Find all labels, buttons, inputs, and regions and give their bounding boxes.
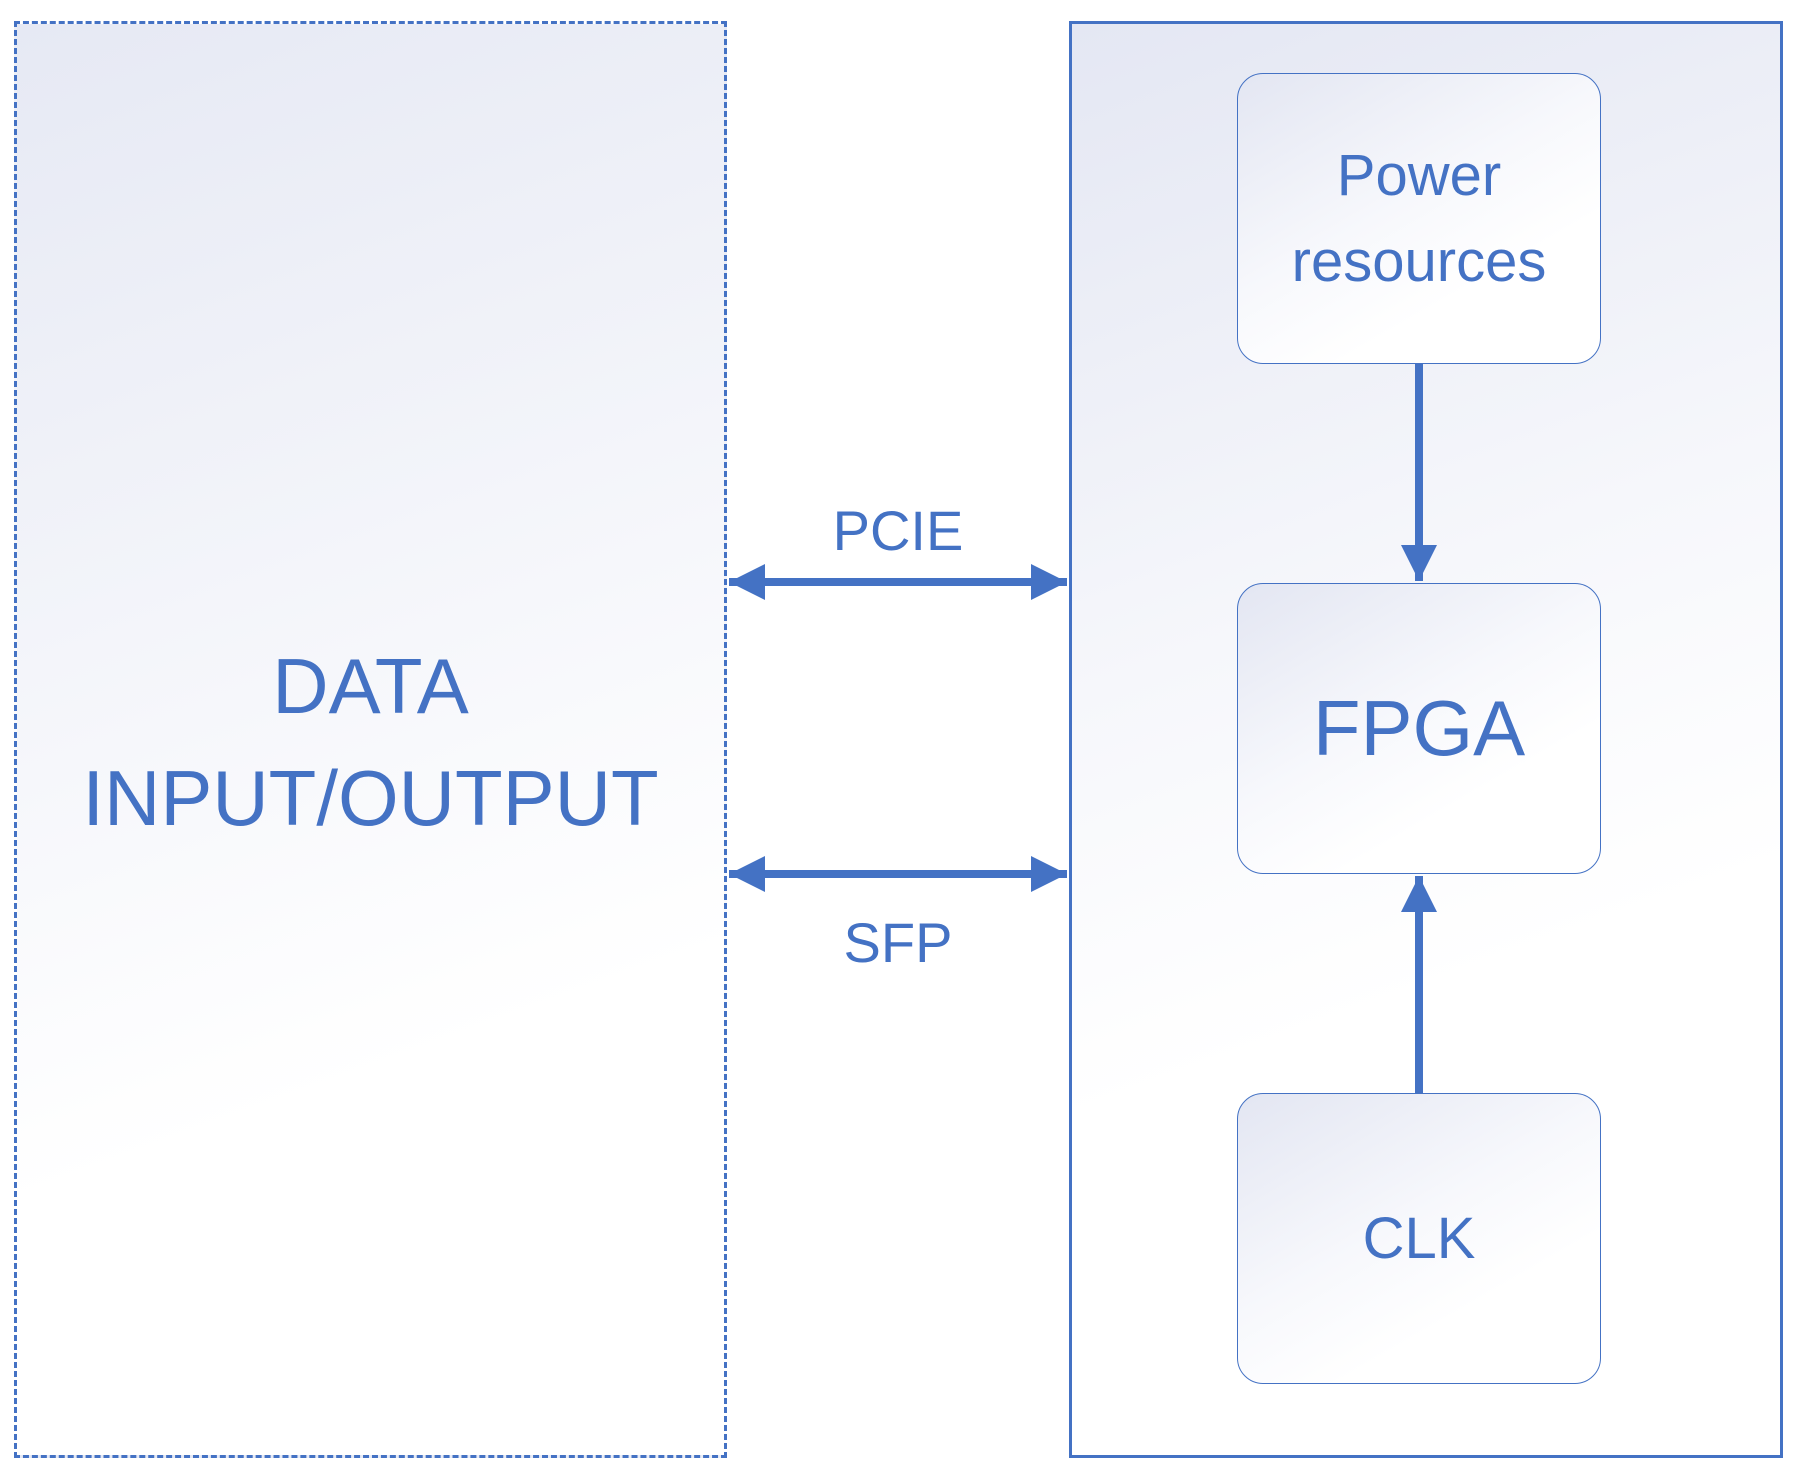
data-io-title-line2: INPUT/OUTPUT (82, 754, 659, 842)
fpga-label: FPGA (1312, 684, 1526, 772)
clk-box: CLK (1237, 1093, 1601, 1384)
power-resources-line2: resources (1291, 228, 1547, 294)
power-resources-box: Power resources (1237, 73, 1601, 364)
pcie-label: PCIE (832, 499, 964, 562)
fpga-box: FPGA (1237, 583, 1601, 874)
data-io-title-line1: DATA (272, 642, 469, 730)
data-io-title: DATA INPUT/OUTPUT (14, 630, 727, 854)
clk-label: CLK (1362, 1206, 1476, 1271)
data-io-panel (14, 21, 727, 1458)
power-resources-line1: Power (1336, 142, 1502, 208)
sfp-label: SFP (843, 911, 953, 974)
